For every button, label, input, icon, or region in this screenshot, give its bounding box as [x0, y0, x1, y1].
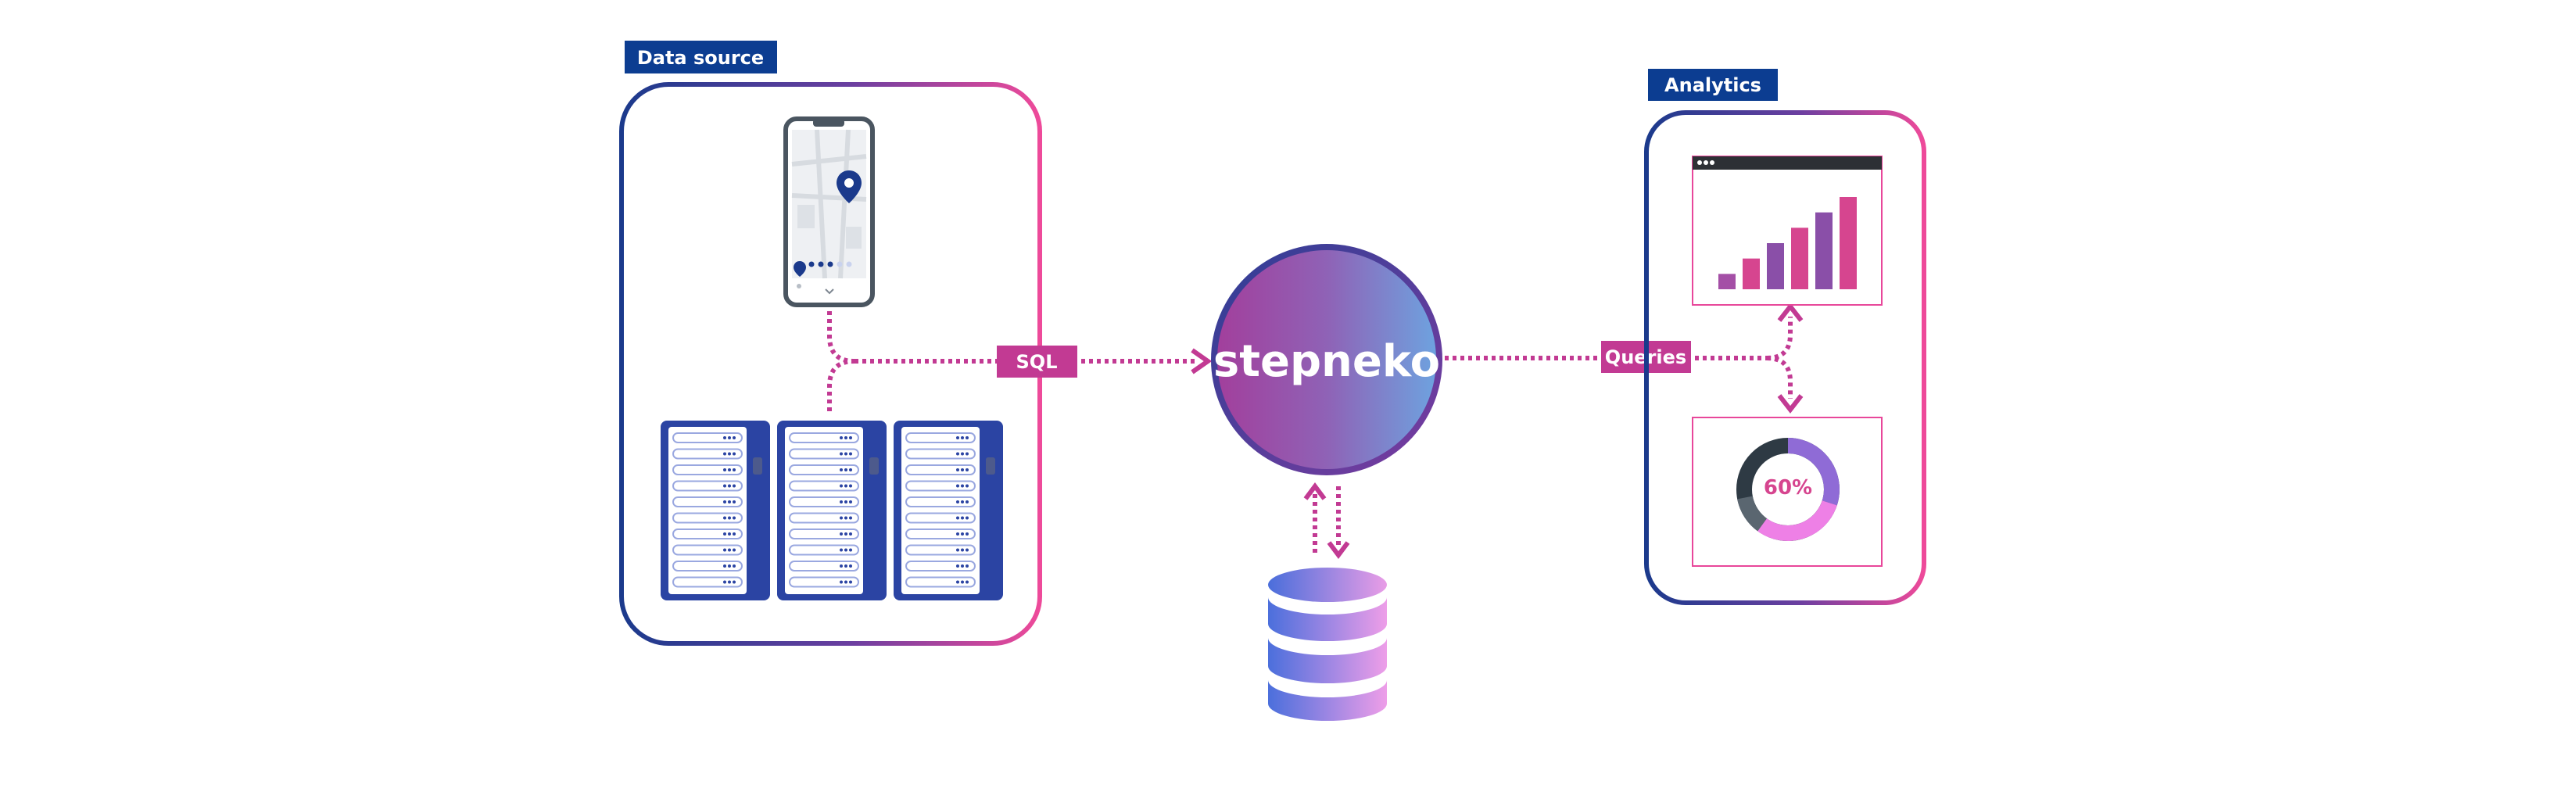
analytics-label-text: Analytics [1664, 74, 1761, 96]
bar [1718, 274, 1736, 289]
sql-label: SQL [997, 346, 1077, 378]
stepneko-hub: stepneko [1211, 244, 1442, 475]
donut-chart-icon: 60% [1692, 417, 1883, 567]
bar [1767, 243, 1784, 289]
donut-segment [1736, 438, 1840, 541]
server-rack [777, 421, 887, 600]
smartphone-map-icon [783, 116, 875, 307]
data-source-label-text: Data source [637, 47, 764, 69]
bar-chart-icon [1692, 156, 1883, 306]
sql-connector [854, 348, 1213, 374]
bar [1743, 258, 1760, 289]
server-rack-icon [661, 421, 1003, 600]
donut-percent-label: 60% [1764, 476, 1812, 500]
donut-segment [1736, 438, 1840, 541]
data-source-label: Data source [625, 41, 777, 73]
analytics-label: Analytics [1648, 69, 1778, 101]
bar [1791, 228, 1808, 289]
queries-connector [1445, 303, 1804, 414]
server-rack [661, 421, 770, 600]
bar [1840, 197, 1857, 289]
data-source-connector [827, 311, 855, 411]
analytics-panel [1644, 110, 1926, 605]
bar [1815, 212, 1833, 289]
database-connector [1303, 482, 1350, 559]
server-rack [894, 421, 1003, 600]
database-icon [1268, 568, 1387, 721]
sql-label-text: SQL [1016, 351, 1058, 373]
hub-name: stepneko [1213, 336, 1440, 387]
